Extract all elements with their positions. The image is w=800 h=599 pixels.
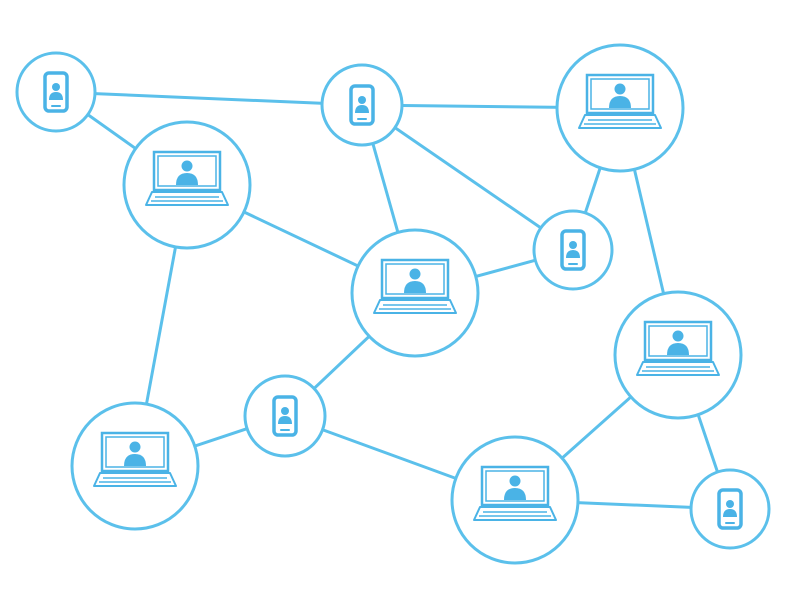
node-laptop-top-right xyxy=(555,43,685,173)
laptop-user-icon xyxy=(373,258,457,314)
node-laptop-center xyxy=(350,228,480,358)
laptop-user-icon xyxy=(578,73,662,129)
smartphone-user-icon xyxy=(717,488,743,530)
smartphone-user-icon xyxy=(43,71,69,113)
laptop-user-icon xyxy=(473,465,557,521)
node-laptop-upper-left xyxy=(122,120,252,250)
node-phone-bottom-center xyxy=(243,374,327,458)
node-phone-top-left xyxy=(15,51,97,133)
smartphone-user-icon xyxy=(349,84,375,126)
node-laptop-bottom-left xyxy=(70,401,200,531)
network-nodes xyxy=(15,43,771,565)
connection-line xyxy=(54,90,364,107)
laptop-user-icon xyxy=(93,431,177,487)
node-laptop-right xyxy=(613,290,743,420)
laptop-user-icon xyxy=(636,320,720,376)
smartphone-user-icon xyxy=(272,395,298,437)
laptop-user-icon xyxy=(145,150,229,206)
node-phone-top-center xyxy=(320,63,404,147)
node-laptop-bottom-center xyxy=(450,435,580,565)
connection-line xyxy=(360,103,575,252)
node-phone-bottom-right xyxy=(689,468,771,550)
node-phone-mid-right xyxy=(532,209,614,291)
smartphone-user-icon xyxy=(560,229,586,271)
